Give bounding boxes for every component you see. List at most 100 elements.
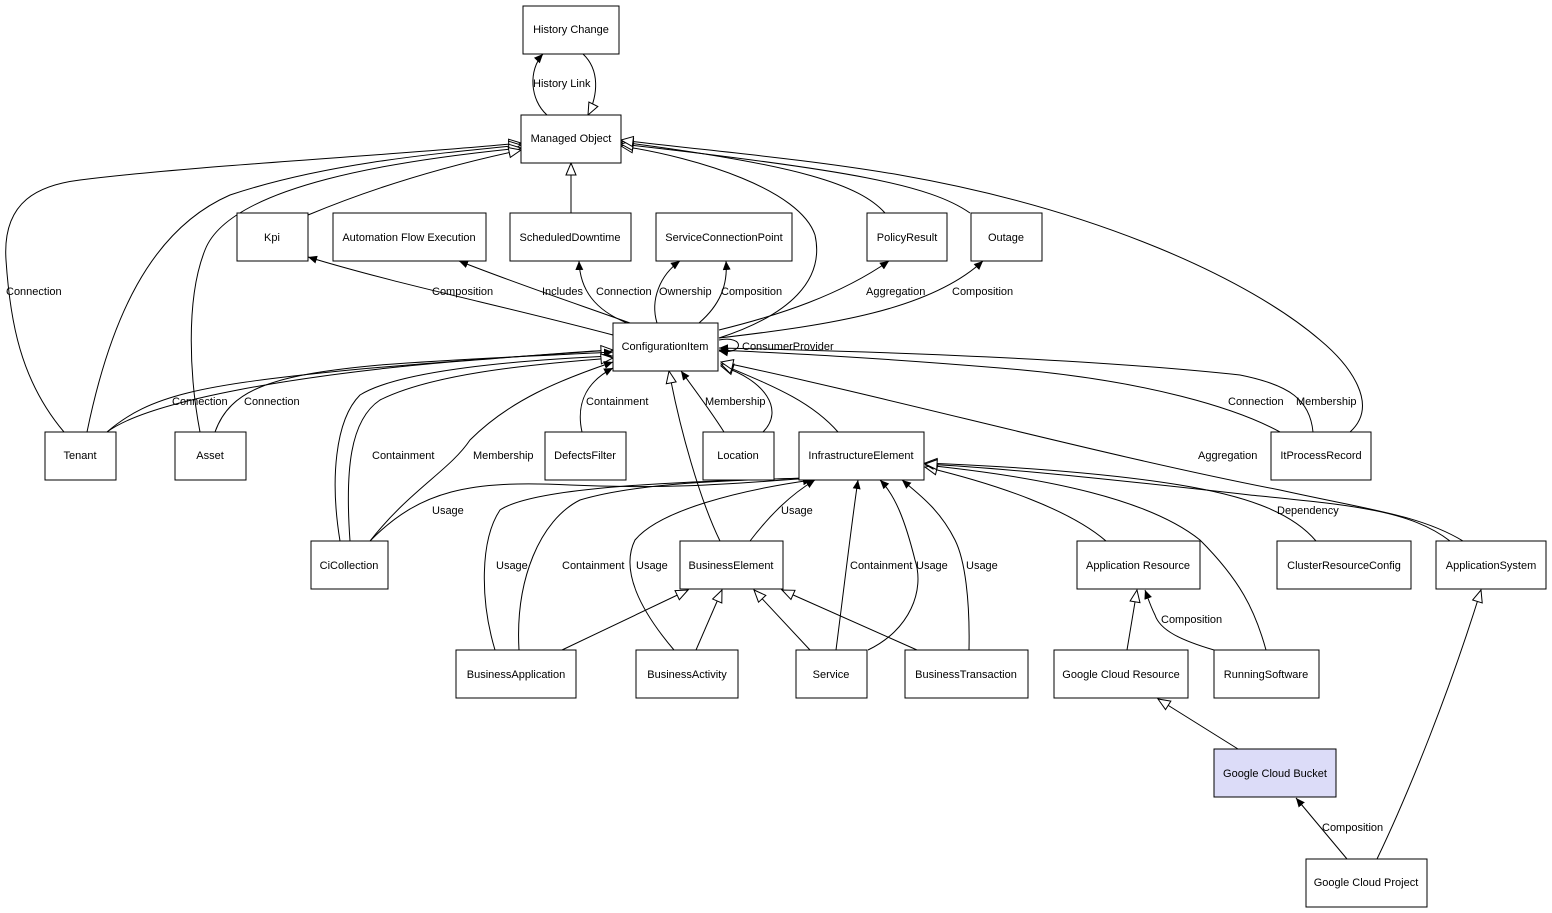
node-history-change[interactable]: History Change <box>522 5 620 55</box>
node-business-transaction[interactable]: BusinessTransaction <box>904 649 1029 699</box>
node-label: PolicyResult <box>877 232 938 244</box>
edge-label-running-infra-dependency: Dependency <box>1277 505 1339 517</box>
node-label: Tenant <box>63 450 96 462</box>
edge-label-location-ci-membership: Membership <box>705 396 766 408</box>
edge-label-asset-ci-connection: Connection <box>244 396 300 408</box>
node-label: Automation Flow Execution <box>342 232 475 244</box>
node-asset[interactable]: Asset <box>174 431 247 481</box>
edge-cluster-infra-generalization <box>925 463 1317 542</box>
edge-service-infra-containment <box>835 479 861 651</box>
node-google-cloud-bucket[interactable]: Google Cloud Bucket <box>1213 748 1337 798</box>
edge-label-ci-scp-ownership: Ownership <box>659 286 712 298</box>
node-tenant[interactable]: Tenant <box>44 431 117 481</box>
edge-itproc-ci-connection <box>718 346 1281 433</box>
node-cluster-resource-config[interactable]: ClusterResourceConfig <box>1276 540 1412 590</box>
edge-label-bizapp-infra-containment: Containment <box>562 560 624 572</box>
node-google-cloud-resource[interactable]: Google Cloud Resource <box>1053 649 1189 699</box>
edge-cicoll-ci-membership <box>369 361 614 542</box>
node-business-activity[interactable]: BusinessActivity <box>635 649 739 699</box>
edge-label-ci-sched-connection: Connection <box>596 286 652 298</box>
node-label: ServiceConnectionPoint <box>665 232 782 244</box>
node-label: Managed Object <box>531 133 612 145</box>
node-infrastructure-element[interactable]: InfrastructureElement <box>798 431 925 481</box>
node-policy-result[interactable]: PolicyResult <box>866 212 948 262</box>
edge-label-ci-scp-composition: Composition <box>721 286 782 298</box>
node-configuration-item[interactable]: ConfigurationItem <box>612 322 719 372</box>
edge-service-infra-usage <box>867 479 919 651</box>
edge-label-running-appres-composition: Composition <box>1161 614 1222 626</box>
edge-ci-outage-composition <box>718 260 984 339</box>
node-label: BusinessApplication <box>467 669 565 681</box>
node-label: Kpi <box>264 232 280 244</box>
node-running-software[interactable]: RunningSoftware <box>1213 649 1320 699</box>
edge-infra-ci-generalization <box>721 364 839 433</box>
edge-label-defects-ci-containment: Containment <box>586 396 648 408</box>
edge-history-managed-generalization <box>582 53 596 115</box>
edge-label-itproc-ci-membership: Membership <box>1296 396 1357 408</box>
edge-outage-managed-generalization <box>621 144 971 214</box>
node-ci-collection[interactable]: CiCollection <box>310 540 389 590</box>
node-business-element[interactable]: BusinessElement <box>679 540 784 590</box>
node-service-connection-point[interactable]: ServiceConnectionPoint <box>655 212 793 262</box>
edge-itproc-ci-membership <box>718 344 1314 433</box>
node-automation-flow-execution[interactable]: Automation Flow Execution <box>332 212 487 262</box>
edge-location-ci-membership <box>680 370 725 433</box>
edge-biztx-bizel-generalization <box>782 590 918 651</box>
edge-ci-managed-generalization <box>621 146 818 339</box>
edge-label-tenant-ci-connection: Connection <box>172 396 228 408</box>
edge-label-itproc-ci-connection: Connection <box>1228 396 1284 408</box>
edge-running-appres-composition <box>1144 589 1215 651</box>
node-label: BusinessActivity <box>647 669 727 681</box>
edge-label-cicoll-infra-usage: Usage <box>432 505 464 517</box>
node-managed-object[interactable]: Managed Object <box>520 114 622 164</box>
node-defects-filter[interactable]: DefectsFilter <box>544 431 627 481</box>
edge-managed-history-link <box>532 53 548 116</box>
edge-gcres-appres-generalization <box>1126 590 1137 651</box>
edge-bucket-gcres-generalization <box>1158 699 1239 750</box>
edge-ci-scp-composition <box>698 260 731 324</box>
node-application-resource[interactable]: Application Resource <box>1076 540 1201 590</box>
edge-bizact-bizel-generalization <box>695 590 722 651</box>
node-label: Google Cloud Resource <box>1062 669 1179 681</box>
node-label: ConfigurationItem <box>622 341 709 353</box>
node-label: ScheduledDowntime <box>520 232 621 244</box>
node-kpi[interactable]: Kpi <box>236 212 309 262</box>
node-label: Google Cloud Project <box>1314 877 1419 889</box>
node-location[interactable]: Location <box>702 431 775 481</box>
node-service[interactable]: Service <box>795 649 868 699</box>
edge-appsys-ci-aggregation <box>721 362 1464 542</box>
edge-asset-ci-connection <box>214 348 614 433</box>
edge-ci-kpi-composition <box>307 255 614 336</box>
edge-ci-policy-aggregation <box>718 260 890 331</box>
node-outage[interactable]: Outage <box>970 212 1043 262</box>
edge-label-history-link: History Link <box>533 78 591 90</box>
edge-label-gcproject-bucket-composition: Composition <box>1322 822 1383 834</box>
edge-running-infra-dependency <box>924 461 1267 651</box>
edge-cicoll-ci-generalization <box>347 358 613 542</box>
edge-label-ci-kpi-composition: Composition <box>432 286 493 298</box>
node-label: ItProcessRecord <box>1280 450 1361 462</box>
edge-label-ci-policy-aggregation: Aggregation <box>866 286 925 298</box>
edge-gcproject-bucket-composition <box>1295 797 1348 860</box>
edge-ci-scp-ownership <box>654 260 681 324</box>
edge-asset-managed-generalization <box>190 148 521 433</box>
node-label: Location <box>717 450 759 462</box>
node-google-cloud-project[interactable]: Google Cloud Project <box>1305 858 1428 908</box>
nodes: History Change Managed Object Kpi Automa… <box>44 5 1547 908</box>
edge-label-ci-afe-includes: Includes <box>542 286 583 298</box>
edge-label-ci-outage-composition: Composition <box>952 286 1013 298</box>
node-application-system[interactable]: ApplicationSystem <box>1435 540 1547 590</box>
edge-bizel-ci-generalization <box>669 371 721 542</box>
node-it-process-record[interactable]: ItProcessRecord <box>1270 431 1372 481</box>
node-label: CiCollection <box>320 560 379 572</box>
edge-tenant-managed-generalization <box>86 145 521 433</box>
node-label: BusinessTransaction <box>915 669 1017 681</box>
edge-ci-sched-connection <box>575 260 628 324</box>
edge-appres-infra-generalization <box>925 467 1107 542</box>
edge-label-service-infra-usage: Usage <box>916 560 948 572</box>
node-label: ClusterResourceConfig <box>1287 560 1401 572</box>
node-scheduled-downtime[interactable]: ScheduledDowntime <box>509 212 632 262</box>
node-business-application[interactable]: BusinessApplication <box>455 649 577 699</box>
node-label: Service <box>813 669 850 681</box>
